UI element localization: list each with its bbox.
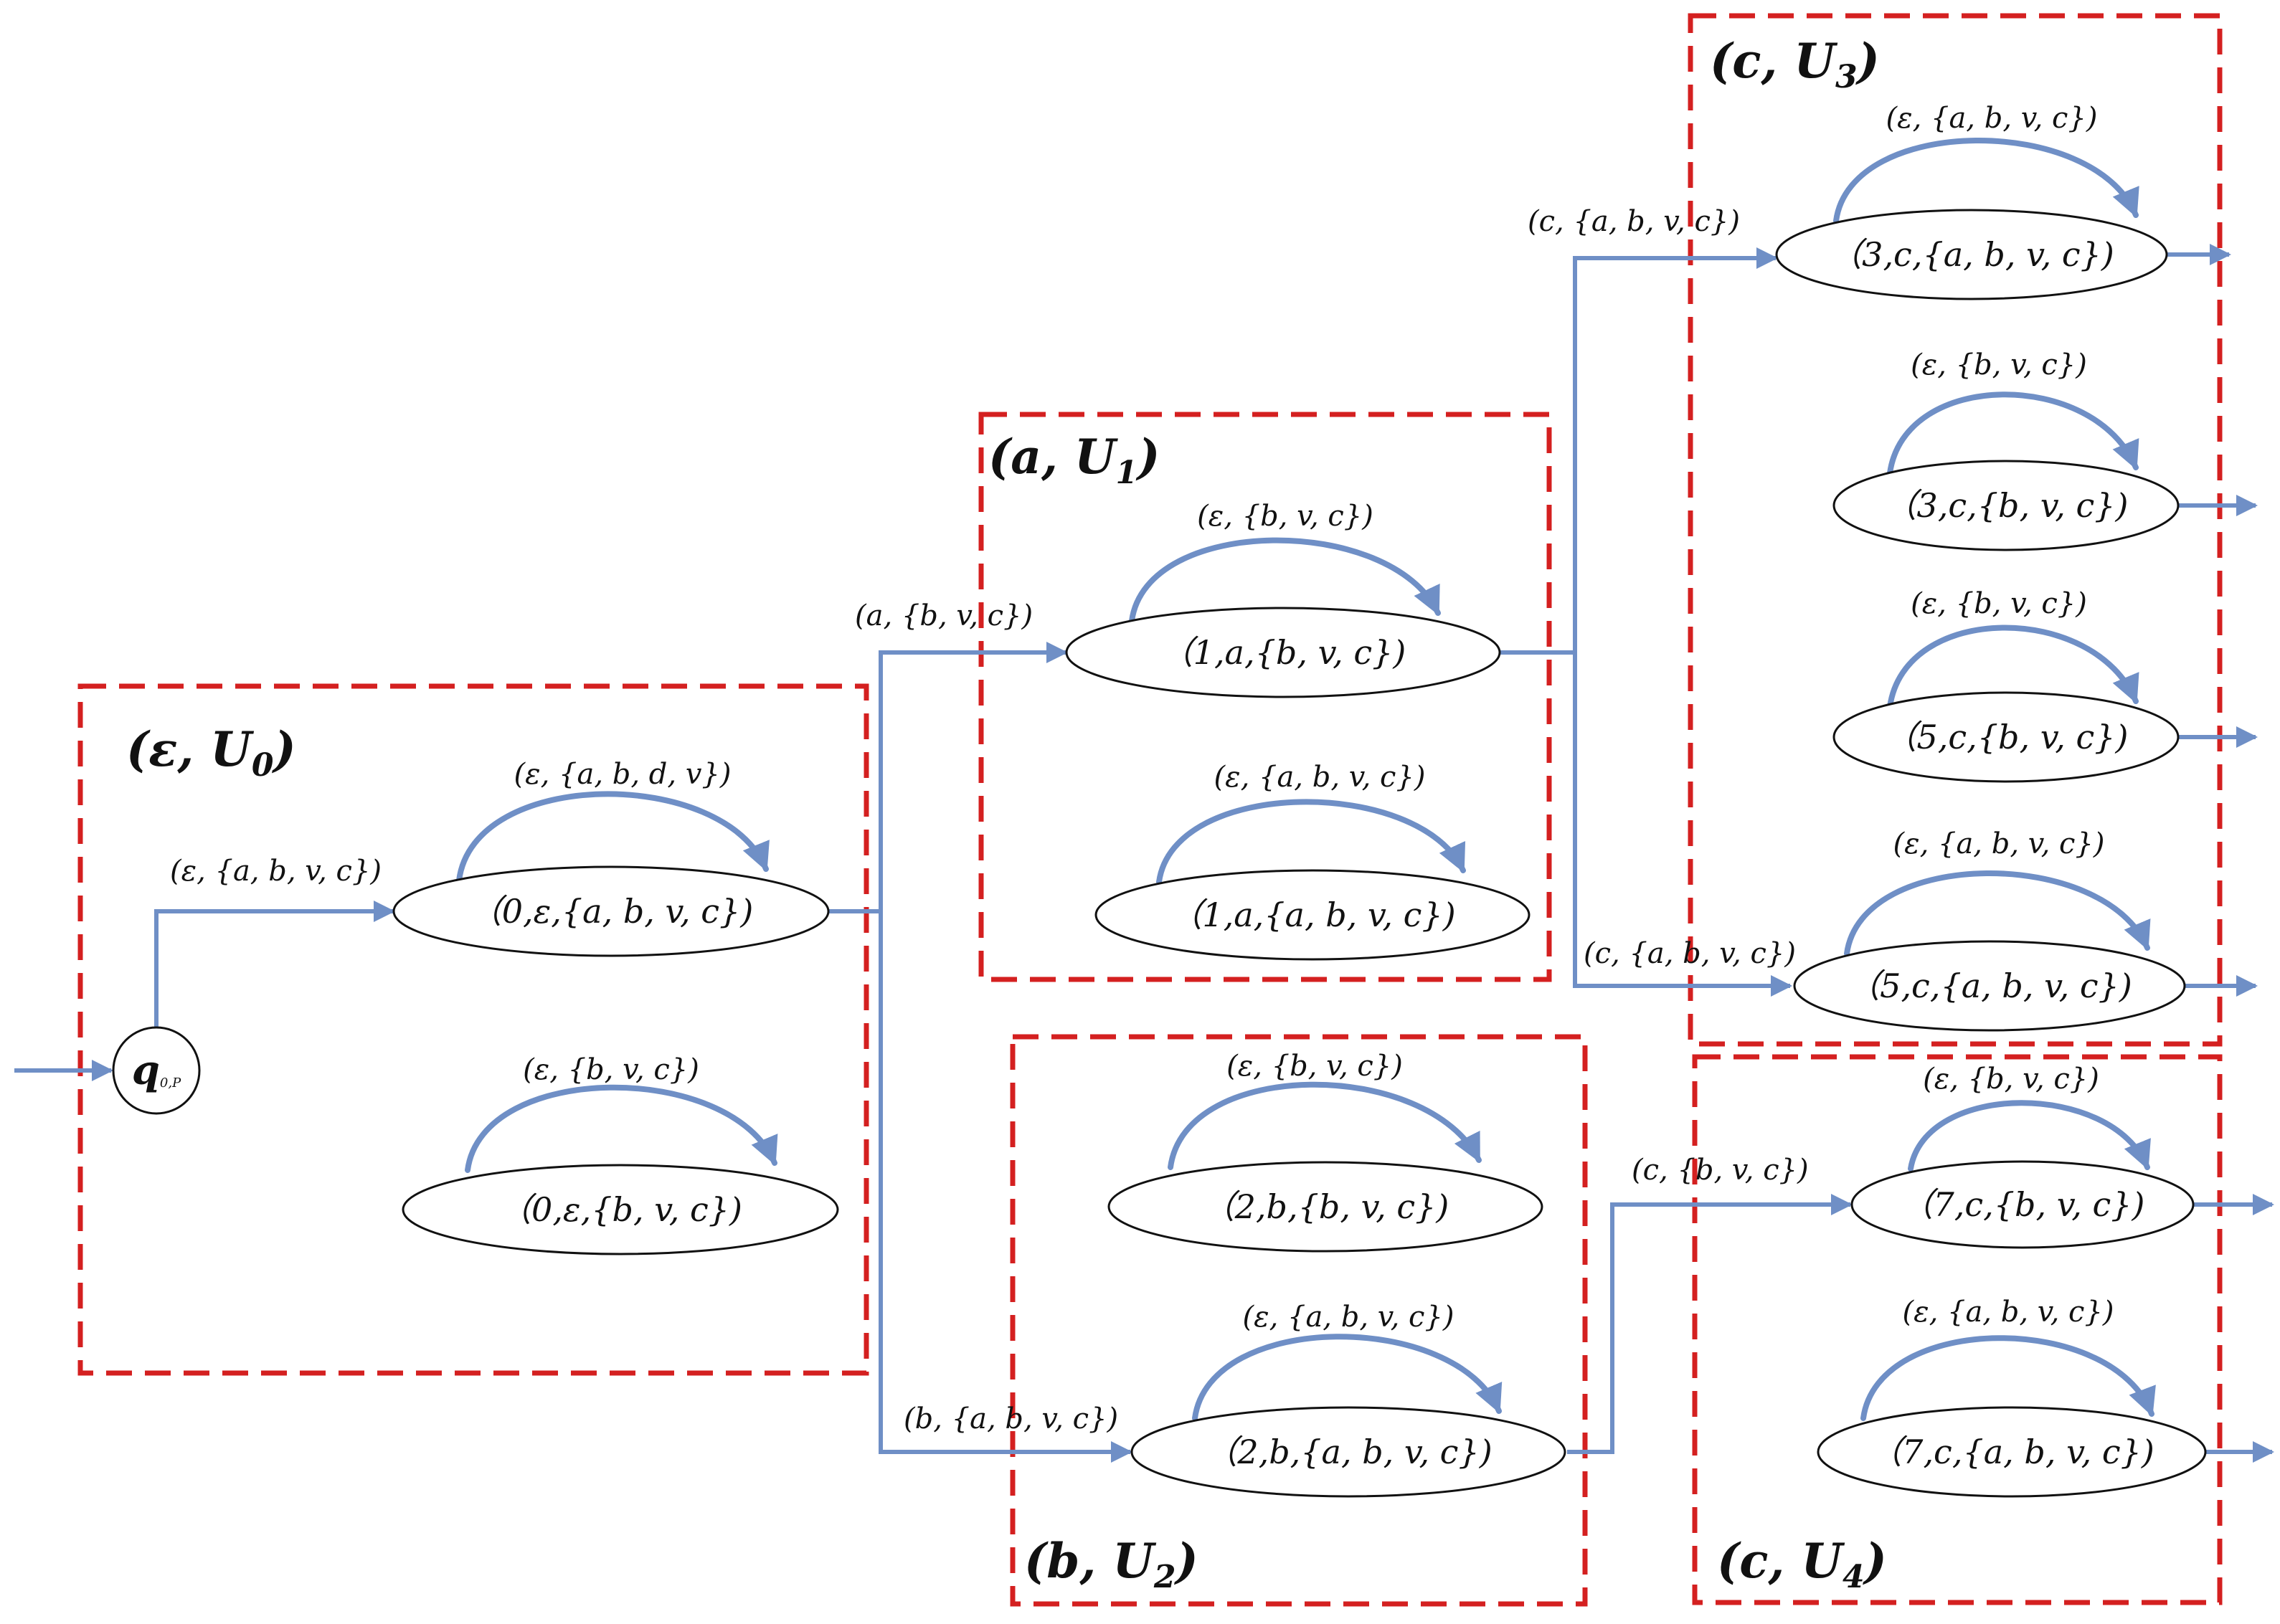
edge-to-s3a xyxy=(1573,247,1778,652)
group-label-b-u2: (b, U2) xyxy=(1024,1533,1198,1595)
self-loop-s0b xyxy=(465,1084,778,1173)
self-loop-s3a xyxy=(1833,138,2139,224)
state-label-s0a: （0,ε,{a, b, v, c}) xyxy=(469,892,754,931)
loop-label-s5a: (ε, {b, v, c}) xyxy=(1911,587,2087,620)
state-label-s1b: （1,a,{a, b, v, c}) xyxy=(1169,896,1455,934)
state-label-s5b: （5,c,{a, b, v, c}) xyxy=(1847,967,2132,1005)
state-s7b xyxy=(1817,1406,2207,1498)
self-loop-s1a xyxy=(1129,537,1441,624)
state-s1b xyxy=(1094,869,1531,961)
edge-to-s2b xyxy=(879,911,1132,1463)
state-s3b xyxy=(1832,460,2180,551)
self-loop-s7b xyxy=(1860,1335,2156,1421)
state-s2b xyxy=(1130,1406,1566,1498)
group-label-e-u0: (ε, U0) xyxy=(126,721,296,784)
edge-label-s2b-s7a: (c, {b, v, c}) xyxy=(1632,1154,1809,1187)
initial-state-q0 xyxy=(112,1026,201,1115)
edge-to-s1a xyxy=(879,642,1068,911)
group-box-b-u2 xyxy=(1010,1034,1588,1607)
state-label-s1a: （1,a,{b, v, c}) xyxy=(1160,633,1406,672)
self-loop-s5b xyxy=(1844,870,2151,956)
initial-state-label: q0,P xyxy=(132,1047,181,1094)
state-s5b xyxy=(1793,940,2186,1032)
group-label-a-u1: (a, U1) xyxy=(988,429,1160,491)
loop-label-s3a: (ε, {a, b, v, c}) xyxy=(1886,102,2098,135)
state-label-s7a: （7,c,{b, v, c}) xyxy=(1901,1185,2145,1224)
loop-label-s3b: (ε, {b, v, c}) xyxy=(1911,348,2087,381)
self-loop-s2a xyxy=(1168,1081,1482,1170)
self-loop-s0a xyxy=(456,791,770,883)
loop-label-s2a: (ε, {b, v, c}) xyxy=(1226,1050,1403,1083)
state-label-s7b: （7,c,{a, b, v, c}) xyxy=(1869,1433,2154,1471)
state-label-s2b: （2,b,{a, b, v, c}) xyxy=(1204,1433,1492,1471)
self-loop-s2b xyxy=(1192,1334,1503,1421)
loop-label-s7b: (ε, {a, b, v, c}) xyxy=(1903,1296,2114,1329)
edge-label-s1a-s5b: (c, {a, b, v, c}) xyxy=(1584,937,1796,970)
state-s1a xyxy=(1065,607,1501,698)
edge-to-s7a xyxy=(1567,1194,1853,1454)
state-s0b xyxy=(402,1164,839,1255)
group-box-a-u1 xyxy=(978,412,1552,982)
state-label-s0b: （0,ε,{b, v, c}) xyxy=(498,1190,742,1229)
edge-label-q0-s0a: (ε, {a, b, v, c}) xyxy=(170,855,382,888)
self-loop-s5a xyxy=(1887,625,2139,710)
self-loop-s1b xyxy=(1156,799,1466,885)
group-label-c-u3: (c, U3) xyxy=(1710,33,1880,95)
loop-label-s5b: (ε, {a, b, v, c}) xyxy=(1893,827,2105,860)
loop-label-s2b: (ε, {a, b, v, c}) xyxy=(1243,1301,1454,1334)
edge-label-s1a-s3a: (c, {a, b, v, c}) xyxy=(1528,205,1740,238)
state-s3a xyxy=(1775,209,2168,300)
state-s7a xyxy=(1850,1160,2195,1249)
state-label-s3a: （3,c,{a, b, v, c}) xyxy=(1829,235,2114,274)
edge-label-s0a-s1a: (a, {b, v, c}) xyxy=(855,599,1033,632)
edge-q0-to-s0a xyxy=(154,901,395,1027)
state-label-s3b: （3,c,{b, v, c}) xyxy=(1884,486,2129,525)
state-s5a xyxy=(1832,691,2180,783)
edge-to-s5b xyxy=(1573,652,1792,997)
state-s0a xyxy=(392,865,830,957)
group-box-c-u3 xyxy=(1688,13,2223,1047)
loop-label-s1a: (ε, {b, v, c}) xyxy=(1197,500,1373,533)
state-label-s2a: （2,b,{b, v, c}) xyxy=(1202,1187,1449,1226)
self-loop-s3b xyxy=(1887,391,2139,476)
loop-label-s1b: (ε, {a, b, v, c}) xyxy=(1214,761,1426,794)
state-s2a xyxy=(1107,1161,1543,1253)
edge-label-s0a-s2b: (b, {a, b, v, c}) xyxy=(904,1402,1118,1435)
loop-label-s0a: (ε, {a, b, d, v}) xyxy=(514,758,732,791)
loop-label-s0b: (ε, {b, v, c}) xyxy=(523,1053,699,1086)
group-label-c-u4: (c, U4) xyxy=(1717,1533,1887,1595)
loop-label-s7a: (ε, {b, v, c}) xyxy=(1923,1063,2099,1096)
group-box-e-u0 xyxy=(77,683,869,1376)
group-box-c-u4 xyxy=(1692,1054,2223,1605)
state-label-s5a: （5,c,{b, v, c}) xyxy=(1884,718,2129,756)
self-loop-s7a xyxy=(1908,1100,2151,1172)
